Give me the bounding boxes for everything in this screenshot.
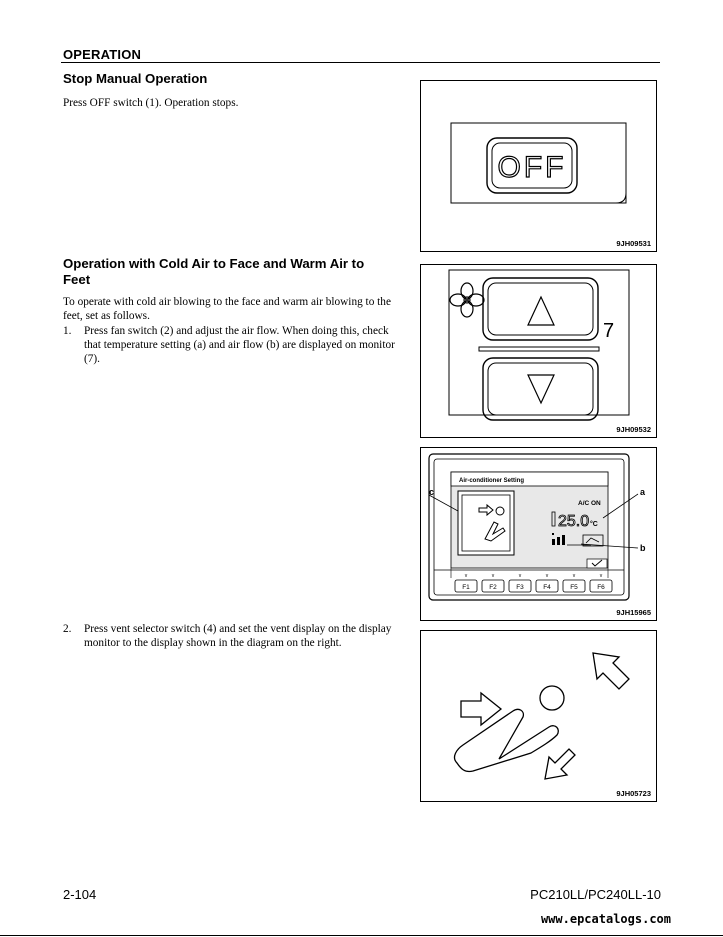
callout-7: 7	[603, 320, 614, 342]
header-divider	[61, 62, 660, 63]
function-key-3	[508, 579, 532, 593]
stop-section-title: Stop Manual Operation	[63, 71, 208, 86]
face-vent-arrow-icon	[460, 691, 503, 727]
ac-mode: A/C ON	[578, 500, 601, 507]
step-1-number: 1.	[63, 325, 72, 337]
function-key-1	[454, 579, 478, 593]
screen-title: Air-conditioner Setting	[459, 478, 524, 484]
head-icon	[539, 685, 565, 711]
stop-section-text: Press OFF switch (1). Operation stops.	[63, 97, 239, 109]
figure-id: 9JH09532	[616, 425, 651, 434]
callout-a: a	[640, 487, 646, 497]
step-2: 2. Press vent selector switch (4) and se…	[63, 622, 413, 650]
function-key-label: F3	[516, 584, 524, 591]
down-arrow-icon	[527, 374, 555, 405]
fan-switch-illustration: 7	[448, 269, 630, 421]
up-arrow-icon	[527, 295, 555, 326]
thermometer-icon	[551, 511, 556, 527]
figure-off-switch: OFF 9JH09531	[420, 80, 657, 252]
figure-fan-switch: 7 9JH09532	[420, 264, 657, 438]
cold-section-intro: To operate with cold air blowing to the …	[63, 295, 413, 323]
svg-text:v: v	[465, 573, 468, 579]
figure-id: 9JH15965	[616, 608, 651, 617]
svg-text:v: v	[573, 573, 576, 579]
fkey-indicator-row: v v v v v v	[465, 573, 603, 579]
vent-mode-illustration	[453, 652, 630, 780]
figure-id: 9JH09531	[616, 239, 651, 248]
svg-text:v: v	[519, 573, 522, 579]
airflow-bars-icon	[552, 533, 565, 545]
svg-text:v: v	[600, 573, 603, 579]
cold-section-title-line1: Operation with Cold Air to Face and Warm…	[63, 256, 365, 271]
cold-section-title-line2: Feet	[63, 272, 91, 287]
function-key-label: F2	[489, 584, 497, 591]
step-1: 1. Press fan switch (2) and adjust the a…	[63, 324, 413, 367]
figure-monitor: Air-conditioner Setting A/C ON 25.0 °C	[420, 447, 657, 621]
seated-person-icon	[453, 708, 559, 773]
callout-c: c	[429, 487, 434, 497]
checkmark-icon	[591, 559, 603, 567]
step-2-line-2: monitor to the display shown in the diag…	[84, 637, 342, 650]
function-key-label: F4	[543, 584, 551, 591]
watermark-link[interactable]: www.epcatalogs.com	[540, 912, 671, 926]
function-key-label: F1	[462, 584, 470, 591]
temperature-unit: °C	[590, 520, 598, 528]
page-number: 2-104	[63, 887, 97, 902]
step-1-line-3: (7).	[84, 353, 100, 366]
vent-seat-icon	[478, 503, 506, 542]
off-label: OFF	[498, 151, 567, 184]
function-key-label: F6	[597, 584, 605, 591]
svg-text:v: v	[492, 573, 495, 579]
off-switch-illustration: OFF	[450, 122, 627, 204]
fan-icon	[449, 282, 485, 318]
temperature-value: 25.0	[558, 513, 589, 530]
foot-vent-arrow-icon	[544, 748, 576, 780]
function-key-4	[535, 579, 559, 593]
callout-b: b	[640, 543, 646, 553]
step-1-line-2: that temperature setting (a) and air flo…	[84, 339, 395, 352]
section-header: OPERATION	[63, 47, 142, 62]
intro-line-1: To operate with cold air blowing to the …	[63, 296, 391, 308]
step-2-number: 2.	[63, 623, 72, 635]
footer-divider	[0, 935, 723, 936]
figure-vent-mode: 9JH05723	[420, 630, 657, 802]
model-number: PC210LL/PC240LL-10	[530, 887, 661, 902]
function-key-5	[562, 579, 586, 593]
upper-vent-arrow-icon	[592, 652, 630, 690]
function-key-row: F1 F2 F3 F4 F5 F6	[454, 579, 613, 593]
figure-id: 9JH05723	[616, 789, 651, 798]
intro-line-2: feet, set as follows.	[63, 310, 150, 323]
vent-mode-icon	[582, 534, 604, 547]
svg-text:v: v	[546, 573, 549, 579]
monitor-illustration: Air-conditioner Setting A/C ON 25.0 °C	[428, 453, 646, 601]
function-key-2	[481, 579, 505, 593]
step-2-line-1: Press vent selector switch (4) and set t…	[84, 623, 392, 635]
function-key-6	[589, 579, 613, 593]
step-1-line-1: Press fan switch (2) and adjust the air …	[84, 325, 389, 337]
function-key-label: F5	[570, 584, 578, 591]
